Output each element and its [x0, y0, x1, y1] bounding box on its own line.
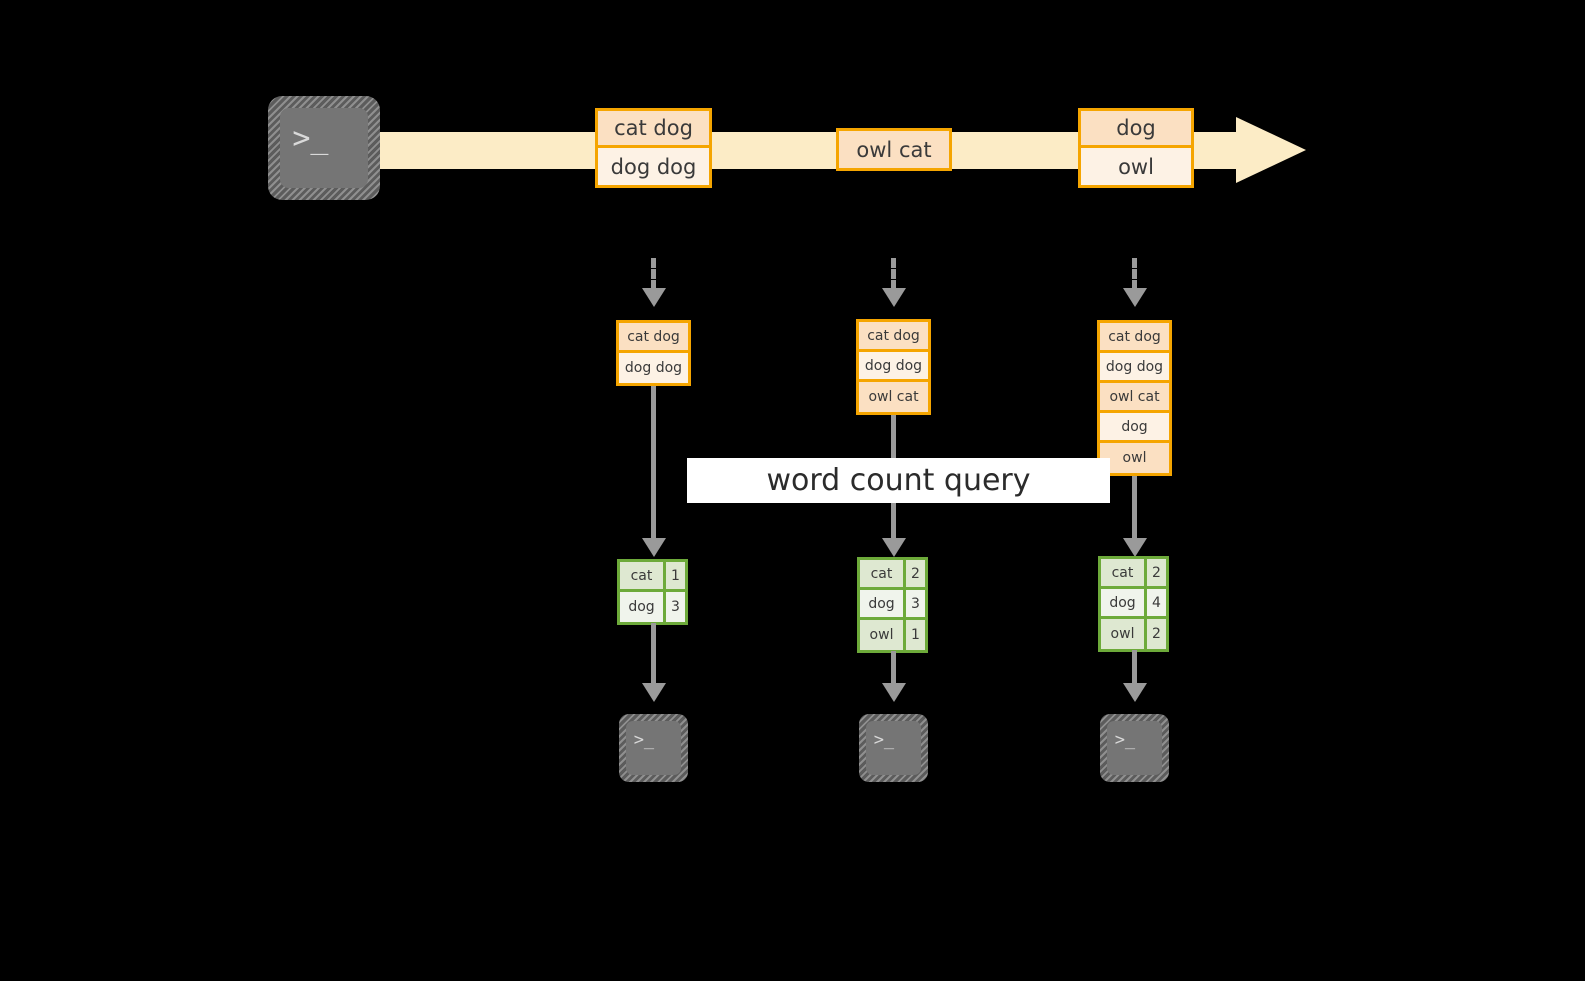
stream-to-snapshot-connector-2 — [891, 258, 896, 290]
result-to-sink-connector-2 — [891, 651, 896, 685]
table-row: dog 3 — [620, 592, 685, 622]
table-row: owl 2 — [1101, 619, 1166, 649]
result-word: cat — [620, 562, 666, 589]
result-table-3: cat 2 dog 4 owl 2 — [1098, 556, 1169, 652]
arrowhead-icon — [642, 288, 666, 307]
source-terminal-icon: >_ — [268, 96, 380, 200]
snapshot-stack-1: cat dog dog dog — [616, 320, 691, 386]
snapshot-record: dog dog — [859, 352, 928, 382]
result-table-2: cat 2 dog 3 owl 1 — [857, 557, 928, 653]
snapshot-record: dog dog — [1100, 353, 1169, 383]
arrowhead-icon — [642, 538, 666, 557]
stream-record: dog — [1081, 111, 1191, 148]
snapshot-stack-2: cat dog dog dog owl cat — [856, 319, 931, 415]
result-table-1: cat 1 dog 3 — [617, 559, 688, 625]
prompt-glyph: >_ — [873, 729, 895, 750]
result-to-sink-connector-1 — [651, 623, 656, 685]
arrowhead-icon — [882, 538, 906, 557]
result-word: dog — [860, 590, 906, 617]
snapshot-record: cat dog — [1100, 323, 1169, 353]
result-word: dog — [620, 592, 666, 622]
table-row: cat 2 — [860, 560, 925, 590]
source-terminal-screen: >_ — [280, 108, 368, 188]
snapshot-record: owl cat — [859, 382, 928, 412]
table-row: owl 1 — [860, 620, 925, 650]
stream-record: dog dog — [598, 148, 709, 185]
result-count: 1 — [906, 620, 925, 650]
snapshot-to-result-connector-1 — [651, 386, 656, 541]
snapshot-record: owl cat — [1100, 383, 1169, 413]
table-row: cat 1 — [620, 562, 685, 592]
table-row: cat 2 — [1101, 559, 1166, 589]
arrowhead-icon — [1123, 683, 1147, 702]
arrowhead-icon — [1123, 538, 1147, 557]
stream-record: owl cat — [839, 131, 949, 168]
snapshot-record: cat dog — [859, 322, 928, 352]
snapshot-record: cat dog — [619, 323, 688, 353]
sink-terminal-icon-3: >_ — [1100, 714, 1169, 782]
result-count: 3 — [666, 592, 685, 622]
stream-group-3: dog owl — [1078, 108, 1194, 188]
result-count: 3 — [906, 590, 925, 617]
result-to-sink-connector-3 — [1132, 650, 1137, 685]
result-count: 2 — [906, 560, 925, 587]
snapshot-record: owl — [1100, 443, 1169, 473]
snapshot-record: dog dog — [619, 353, 688, 383]
snapshot-stack-3: cat dog dog dog owl cat dog owl — [1097, 320, 1172, 476]
result-count: 1 — [666, 562, 685, 589]
sink-terminal-icon-1: >_ — [619, 714, 688, 782]
result-word: dog — [1101, 589, 1147, 616]
table-row: dog 4 — [1101, 589, 1166, 619]
stream-record: cat dog — [598, 111, 709, 148]
result-word: cat — [860, 560, 906, 587]
stream-to-snapshot-connector-3 — [1132, 258, 1137, 290]
snapshot-to-result-connector-3 — [1132, 476, 1137, 541]
snapshot-record: dog — [1100, 413, 1169, 443]
arrowhead-icon — [882, 683, 906, 702]
stream-record: owl — [1081, 148, 1191, 185]
sink-terminal-screen: >_ — [866, 721, 921, 775]
prompt-glyph: >_ — [1114, 729, 1136, 750]
sink-terminal-screen: >_ — [1107, 721, 1162, 775]
result-word: owl — [1101, 619, 1147, 649]
sink-terminal-screen: >_ — [626, 721, 681, 775]
query-label: word count query — [687, 458, 1110, 503]
result-count: 4 — [1147, 589, 1166, 616]
arrowhead-icon — [882, 288, 906, 307]
result-count: 2 — [1147, 559, 1166, 586]
arrowhead-icon — [642, 683, 666, 702]
stream-group-2: owl cat — [836, 128, 952, 171]
prompt-glyph: >_ — [633, 729, 655, 750]
stream-arrowhead-icon — [1236, 117, 1306, 183]
result-word: cat — [1101, 559, 1147, 586]
sink-terminal-icon-2: >_ — [859, 714, 928, 782]
table-row: dog 3 — [860, 590, 925, 620]
arrowhead-icon — [1123, 288, 1147, 307]
result-word: owl — [860, 620, 906, 650]
result-count: 2 — [1147, 619, 1166, 649]
stream-group-1: cat dog dog dog — [595, 108, 712, 188]
stream-to-snapshot-connector-1 — [651, 258, 656, 290]
prompt-glyph: >_ — [292, 121, 329, 156]
